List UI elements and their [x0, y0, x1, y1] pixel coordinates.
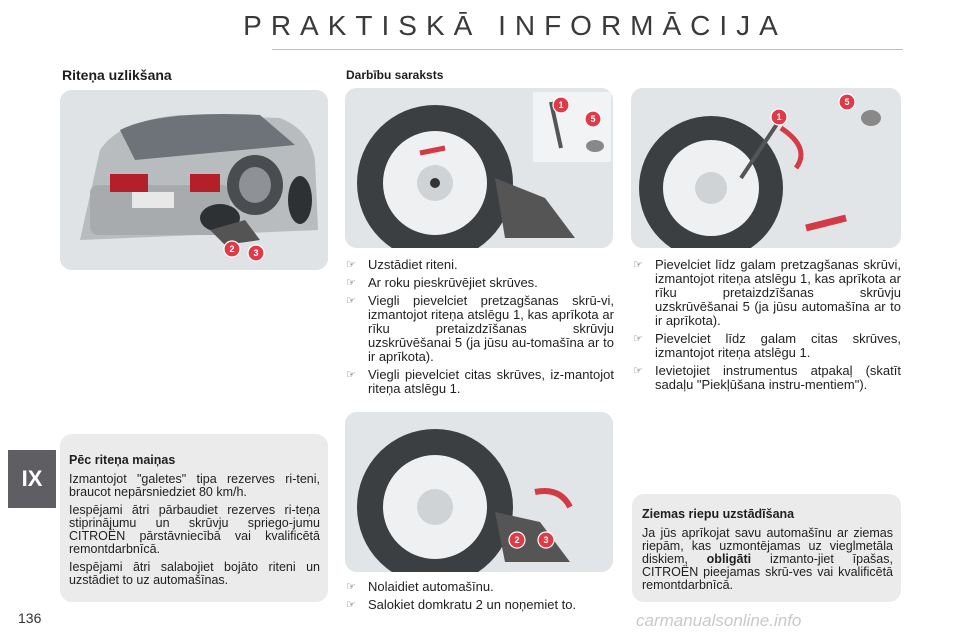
list-item: ☞Ar roku pieskrūvējiet skrūves. [346, 275, 538, 290]
winter-tyres-panel: Ziemas riepu uzstādīšana Ja jūs aprīkoja… [632, 494, 901, 602]
wheel-wrench-photo: 1 5 [345, 88, 613, 248]
pointer-icon: ☞ [346, 277, 356, 289]
pointer-icon: ☞ [346, 599, 356, 611]
list-item: ☞Ievietojiet instrumentus atpakaļ (skatī… [633, 363, 901, 392]
svg-text:3: 3 [253, 248, 258, 258]
callout-3: 3 [537, 531, 555, 549]
callout-1: 1 [770, 108, 788, 126]
panel-title: Pēc riteņa maiņas [69, 453, 176, 467]
callout-5: 5 [838, 93, 856, 111]
pointer-icon: ☞ [346, 259, 356, 271]
header-divider [272, 49, 903, 50]
svg-text:2: 2 [229, 244, 234, 254]
watermark: carmanualsonline.info [636, 611, 802, 630]
car-jack-photo: 2 3 [60, 90, 328, 270]
callout-1: 1 [552, 96, 570, 114]
steps-title: Darbību saraksts [346, 68, 444, 82]
after-change-panel: Pēc riteņa maiņas Izmantojot "galetes" t… [60, 434, 328, 602]
page-title: PRAKTISKĀ INFORMĀCIJA [243, 10, 787, 41]
svg-text:5: 5 [590, 114, 595, 124]
pointer-icon: ☞ [633, 333, 643, 345]
svg-text:1: 1 [558, 100, 563, 110]
panel-paragraph: Ja jūs aprīkojat savu automašīnu ar ziem… [642, 526, 893, 592]
steps-list-b: ☞Pievelciet līdz galam pretzagšanas skrū… [633, 258, 901, 396]
pointer-icon: ☞ [346, 581, 356, 593]
panel-paragraph: Iespējami ātri pārbaudiet rezerves ri-te… [69, 503, 320, 556]
callout-2: 2 [223, 240, 241, 258]
pointer-icon: ☞ [346, 369, 356, 381]
callout-5: 5 [584, 110, 602, 128]
callout-3: 3 [247, 244, 265, 262]
pointer-icon: ☞ [633, 259, 643, 271]
jack-remove-photo: 2 3 [345, 412, 613, 572]
list-item: ☞Pievelciet līdz galam pretzagšanas skrū… [633, 257, 901, 328]
list-item: ☞Uzstādiet riteni. [346, 257, 458, 272]
svg-text:5: 5 [844, 97, 849, 107]
panel-paragraph: Iespējami ātri salabojiet bojāto riteni … [69, 560, 320, 587]
svg-text:3: 3 [543, 535, 548, 545]
page-number: 136 [18, 610, 42, 626]
pointer-icon: ☞ [633, 365, 643, 377]
panel-paragraph: Izmantojot "galetes" tipa rezerves ri-te… [69, 472, 320, 499]
panel-title: Ziemas riepu uzstādīšana [642, 507, 795, 521]
list-item: ☞Viegli pievelciet pretzagšanas skrū-vi,… [346, 293, 614, 364]
section-title: Riteņa uzlikšana [62, 67, 172, 83]
list-item: ☞Nolaidiet automašīnu. [346, 579, 494, 594]
steps-list-c: ☞Nolaidiet automašīnu. ☞Salokiet domkrat… [346, 580, 626, 616]
pointer-icon: ☞ [346, 295, 356, 307]
svg-text:2: 2 [514, 535, 519, 545]
list-item: ☞Pievelciet līdz galam citas skrūves, iz… [633, 331, 901, 360]
wheel-tighten-photo: 1 5 [631, 88, 901, 248]
callout-2: 2 [508, 531, 526, 549]
list-item: ☞Salokiet domkratu 2 un noņemiet to. [346, 597, 577, 612]
list-item: ☞Viegli pievelciet citas skrūves, iz-man… [346, 367, 614, 396]
chapter-tab[interactable]: IX [8, 450, 56, 508]
steps-list-a: ☞Uzstādiet riteni. ☞Ar roku pieskrūvējie… [346, 258, 614, 400]
emphasis-text: obligāti [706, 552, 752, 566]
svg-text:1: 1 [776, 112, 781, 122]
